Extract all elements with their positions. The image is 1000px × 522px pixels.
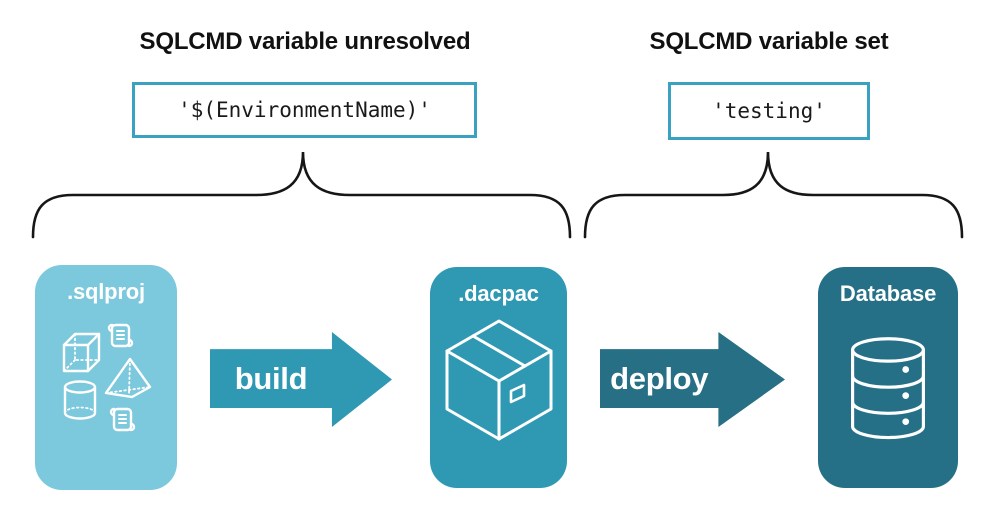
cube-icon [62, 332, 101, 373]
pyramid-icon [104, 357, 152, 399]
stage-label-sqlproj: .sqlproj [67, 279, 145, 304]
stage-card-sqlproj: .sqlproj [35, 265, 177, 490]
build-arrow: build [210, 332, 392, 427]
curly-brace-right [583, 151, 964, 239]
sql-objects-icon [62, 323, 152, 432]
stage-label-database: Database [839, 281, 937, 306]
database-icon [851, 337, 925, 440]
code-box-unresolved: '$(EnvironmentName)' [132, 82, 477, 138]
deploy-arrow: deploy [600, 332, 785, 427]
deploy-arrow-label: deploy [610, 360, 709, 396]
build-arrow-label: build [234, 360, 308, 396]
script-scroll-icon [109, 407, 136, 432]
script-scroll-icon [107, 323, 134, 348]
code-box-set: 'testing' [668, 82, 870, 140]
package-icon [445, 319, 552, 441]
stage-card-database: Database [818, 267, 958, 488]
code-value-unresolved: '$(EnvironmentName)' [178, 98, 431, 122]
code-value-set: 'testing' [712, 99, 826, 123]
stage-label-dacpac: .dacpac [458, 281, 539, 306]
stage-card-dacpac: .dacpac [430, 267, 567, 488]
heading-sqlcmd-set: SQLCMD variable set [649, 28, 889, 55]
curly-brace-left [31, 151, 572, 239]
heading-sqlcmd-unresolved: SQLCMD variable unresolved [139, 28, 471, 55]
cylinder-icon [63, 380, 97, 420]
curly-braces [31, 151, 964, 239]
